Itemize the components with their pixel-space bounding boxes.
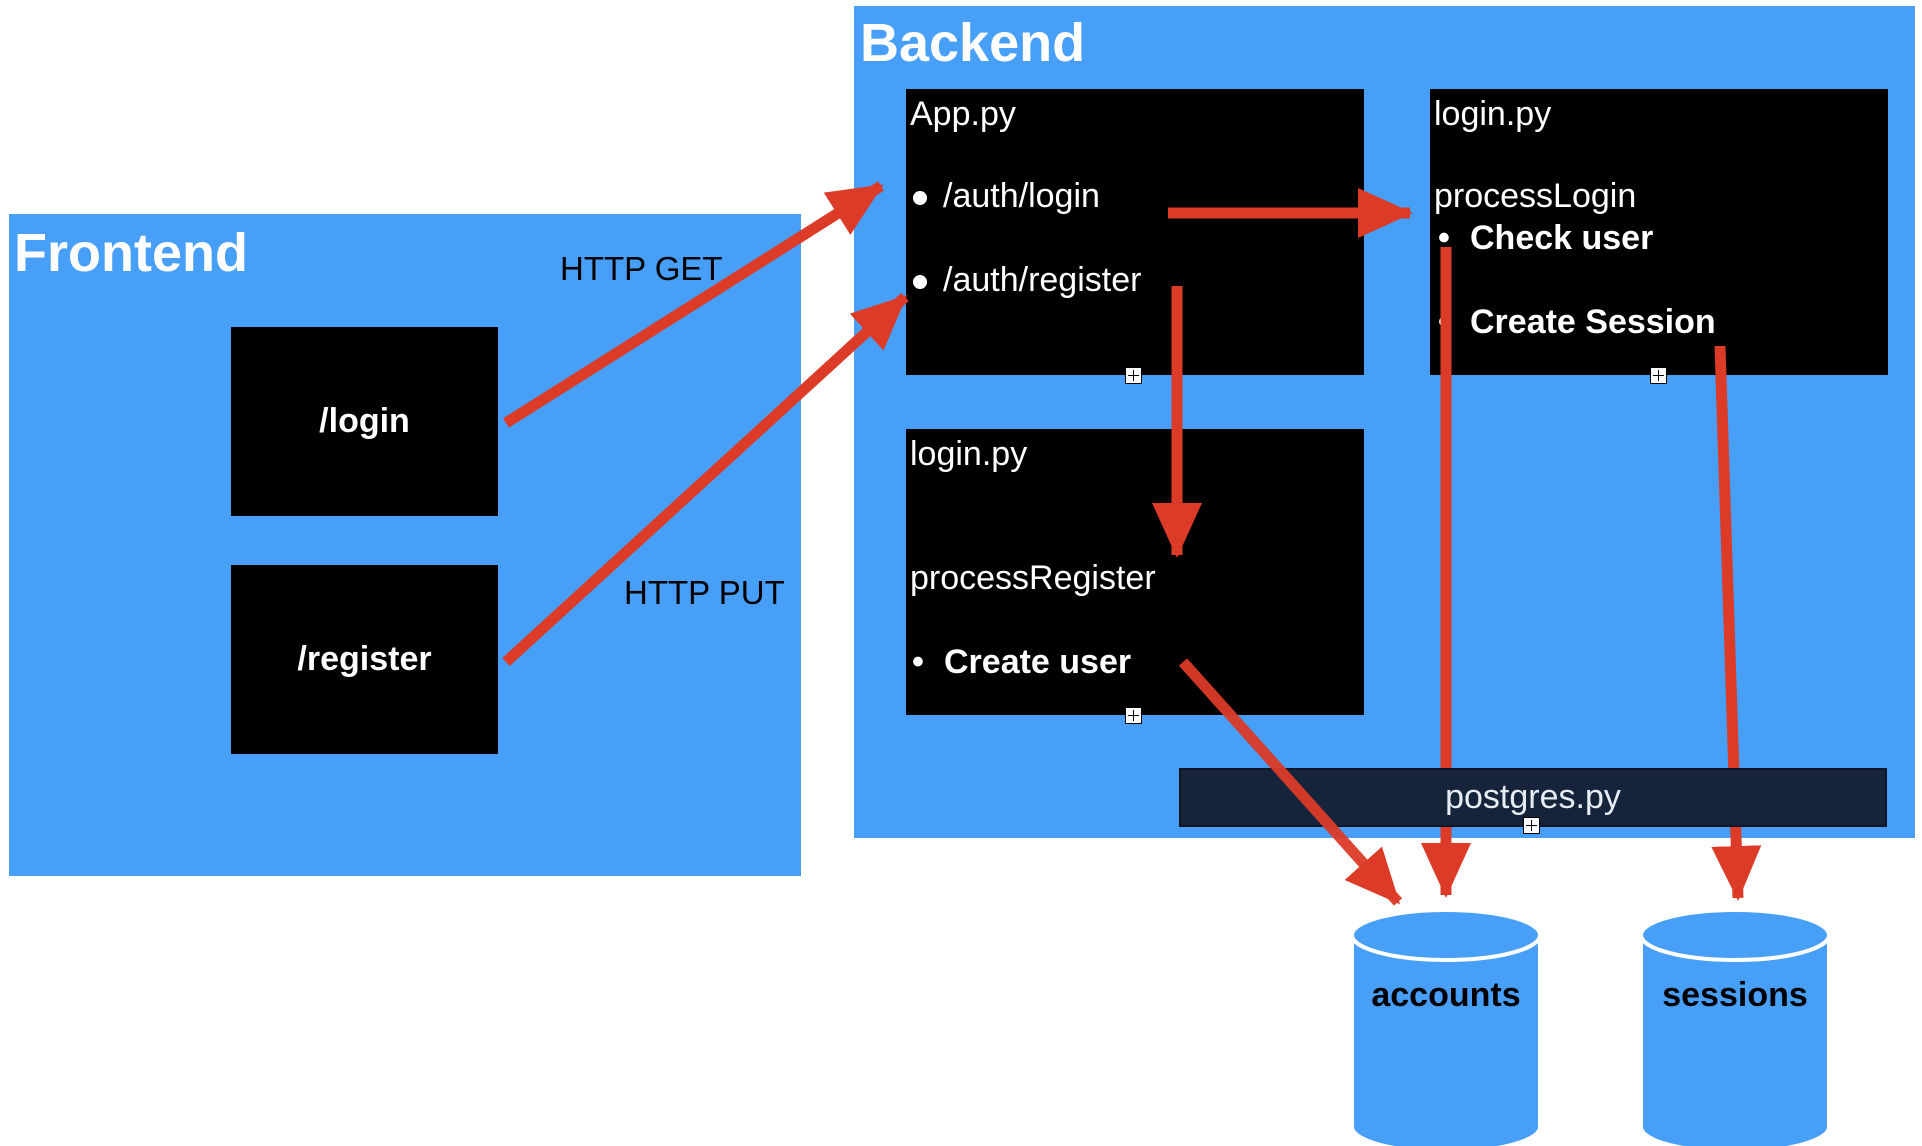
register-module-function: processRegister [910, 559, 1156, 597]
sessions-label: sessions [1662, 976, 1808, 1014]
bullet-icon: • [1438, 219, 1450, 257]
register-module-filename: login.py [910, 435, 1028, 473]
sessions-database[interactable]: sessions [1639, 908, 1831, 1146]
arrow-register-to-auth-register [502, 292, 909, 667]
arrow-create-user-to-accounts [1178, 658, 1403, 906]
app-module-box[interactable]: App.py /auth/login /auth/register [906, 89, 1364, 375]
http-put-label: HTTP PUT [624, 574, 785, 611]
register-route-label: /register [297, 640, 432, 678]
register-module-box[interactable]: login.py processRegister • Create user [906, 429, 1364, 715]
login-route-box[interactable]: /login [231, 327, 498, 516]
arrow-login-to-auth-login [503, 181, 884, 428]
endpoint-auth-register: /auth/register [943, 261, 1142, 299]
login-module-function: processLogin [1434, 177, 1637, 215]
accounts-database[interactable]: accounts [1350, 908, 1542, 1146]
login-route-label: /login [319, 402, 410, 440]
app-module-filename: App.py [910, 95, 1016, 133]
backend-title: Backend [860, 13, 1086, 73]
login-module-box[interactable]: login.py processLogin • Check user • Cre… [1430, 89, 1888, 375]
step-create-session: Create Session [1470, 303, 1716, 341]
accounts-label: accounts [1371, 976, 1520, 1014]
step-create-user: Create user [944, 643, 1132, 681]
bullet-icon [913, 275, 927, 289]
expand-icon[interactable] [1650, 367, 1667, 384]
bullet-icon [913, 191, 927, 205]
postgres-module-label: postgres.py [1445, 778, 1621, 816]
expand-icon[interactable] [1125, 707, 1142, 724]
register-route-box[interactable]: /register [231, 565, 498, 754]
http-get-label: HTTP GET [560, 250, 723, 287]
login-module-filename: login.py [1434, 95, 1552, 133]
expand-icon[interactable] [1523, 817, 1540, 834]
expand-icon[interactable] [1125, 367, 1142, 384]
endpoint-auth-login: /auth/login [943, 177, 1100, 215]
frontend-title: Frontend [14, 223, 248, 283]
step-check-user: Check user [1470, 219, 1654, 257]
bullet-icon: • [912, 643, 924, 681]
